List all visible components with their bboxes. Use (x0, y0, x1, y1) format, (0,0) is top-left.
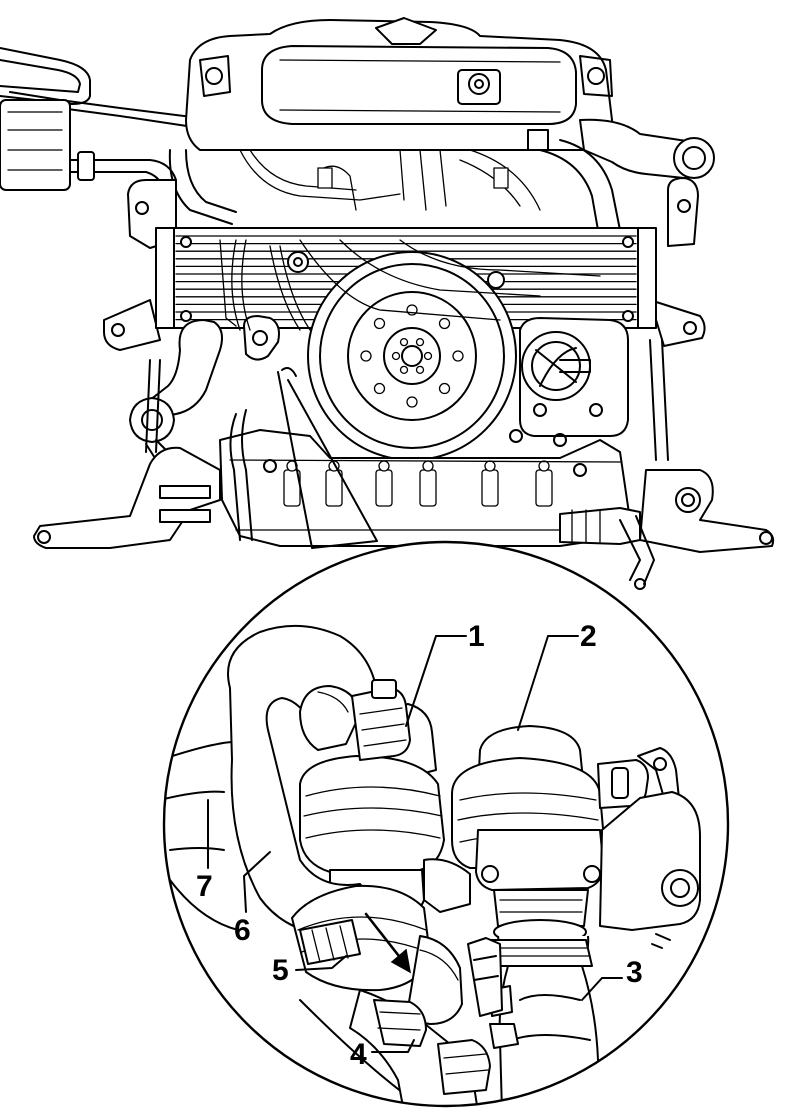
callout-label-3: 3 (626, 956, 643, 989)
flywheel-bolt (373, 317, 386, 330)
injector (535, 469, 553, 507)
right-pump-housing (519, 317, 629, 437)
flywheel-bolt (452, 350, 464, 362)
magnifier-rim (162, 540, 730, 1108)
callout-label-6: 6 (234, 914, 251, 947)
upper-hoses (168, 118, 715, 231)
callout-label-1: 1 (468, 620, 485, 653)
upper-hose-clamp (351, 679, 411, 761)
subframe (33, 339, 775, 590)
injector-cap (378, 460, 390, 472)
flywheel-bolt (438, 317, 451, 330)
radiator-side-lines (219, 239, 601, 331)
hose-4 (349, 937, 519, 1106)
injector-cap (422, 460, 434, 472)
hub-bolt (415, 337, 425, 347)
hub-bolt (399, 337, 409, 347)
left-coolant-hose (129, 315, 280, 467)
detail-magnifier (162, 540, 730, 1108)
callout-label-4: 4 (350, 1038, 367, 1071)
flow-arrow (364, 912, 412, 974)
injector-cap (538, 460, 550, 472)
injector (481, 469, 499, 507)
hub-bolt (399, 365, 409, 375)
flywheel-bolt (373, 382, 386, 395)
injector-cap (484, 460, 496, 472)
lower-block (219, 429, 631, 547)
flywheel-bolt (406, 396, 418, 408)
flywheel-bolt (438, 382, 451, 395)
callout-label-5: 5 (272, 954, 289, 987)
hub-bolt (423, 351, 433, 361)
callout-label-7: 7 (196, 870, 213, 903)
hub-bolt (415, 365, 425, 375)
flywheel-bolt (360, 350, 372, 362)
injector (419, 469, 437, 507)
pump-assembly-2 (451, 725, 605, 967)
left-pipe-bundle (0, 47, 581, 191)
injector (375, 469, 393, 507)
engine-overview (0, 17, 775, 590)
magnifier-connector (277, 367, 378, 549)
hub-bolt (391, 351, 401, 361)
callout-labels: 1 2 3 4 5 6 7 (196, 620, 643, 1071)
engine-top-cover (185, 17, 614, 151)
callout-label-2: 2 (580, 620, 597, 653)
pump-clamp (597, 747, 701, 949)
flywheel (307, 251, 517, 461)
callout-leaders (207, 635, 623, 1053)
